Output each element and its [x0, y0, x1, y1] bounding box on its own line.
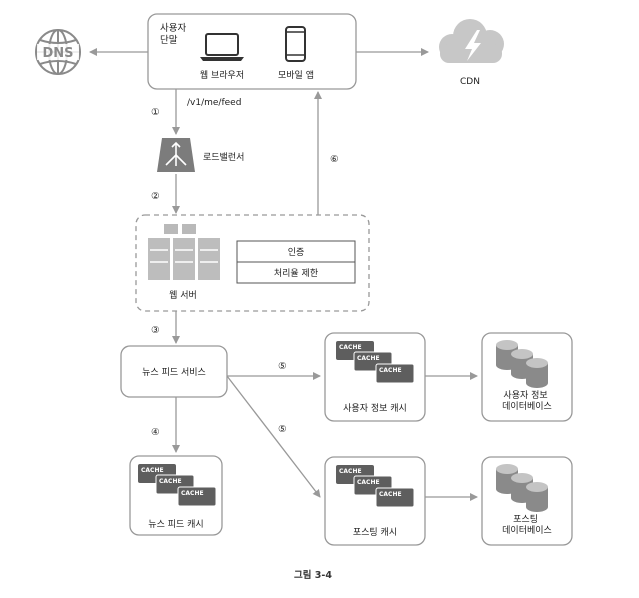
svg-text:CACHE: CACHE — [357, 479, 380, 486]
auth-label: 인증 — [288, 247, 305, 258]
client-box: 사용자 단말 웹 브라우저 모바일 앱 — [147, 13, 357, 90]
user-db-node: 사용자 정보 데이터베이스 — [481, 332, 573, 422]
web-server-components: 인증 처리율 제한 — [236, 240, 356, 284]
user-db-label: 사용자 정보 데이터베이스 — [502, 390, 552, 412]
web-server-group: 인증 처리율 제한 웹 서버 — [135, 214, 370, 312]
post-cache-label: 포스팅 캐시 — [353, 527, 397, 538]
post-db-label: 포스팅 데이터베이스 — [502, 514, 552, 536]
post-cache-node: CACHE CACHE CACHE 포스팅 캐시 — [324, 456, 426, 546]
browser-label: 웹 브라우저 — [200, 70, 244, 81]
cdn-label: CDN — [460, 77, 480, 87]
cache-stack-icon: CACHE CACHE CACHE — [137, 463, 217, 507]
connectors — [89, 48, 478, 501]
svg-text:CACHE: CACHE — [339, 344, 362, 351]
step-2-label: ② — [151, 191, 160, 202]
svg-text:CACHE: CACHE — [357, 355, 380, 362]
svg-text:CACHE: CACHE — [181, 490, 204, 497]
client-title: 사용자 단말 — [160, 23, 189, 46]
request-path-label: /v1/me/feed — [187, 98, 241, 108]
mobile-phone-icon — [285, 26, 306, 62]
user-cache-label: 사용자 정보 캐시 — [343, 403, 407, 414]
mobile-label: 모바일 앱 — [278, 69, 314, 81]
svg-text:CACHE: CACHE — [339, 468, 362, 475]
step-3-label: ③ — [151, 325, 160, 336]
lightning-icon — [465, 30, 481, 61]
step-5b-label: ⑤ — [278, 424, 287, 435]
load-balancer-icon — [157, 138, 195, 172]
cdn-node: CDN — [439, 19, 504, 87]
step-6-label: ⑥ — [330, 154, 339, 165]
svg-text:CACHE: CACHE — [159, 478, 182, 485]
step-4-label: ④ — [151, 427, 160, 438]
news-feed-cache-node: CACHE CACHE CACHE 뉴스 피드 캐시 — [129, 455, 223, 536]
load-balancer-label: 로드밸런서 — [203, 152, 244, 163]
news-feed-service-node: 뉴스 피드 서비스 — [120, 345, 228, 398]
cache-stack-icon: CACHE CACHE CACHE — [335, 340, 415, 384]
dns-label: DNS — [42, 46, 73, 61]
svg-text:CACHE: CACHE — [141, 467, 164, 474]
dns-node: DNS — [35, 29, 81, 75]
load-balancer-node: 로드밸런서 — [157, 138, 244, 172]
rate-limit-label: 처리율 제한 — [274, 267, 318, 279]
cache-stack-icon: CACHE CACHE CACHE — [335, 464, 415, 508]
user-cache-node: CACHE CACHE CACHE 사용자 정보 캐시 — [324, 332, 426, 422]
arrow-feed-service-to-post-cache — [226, 375, 321, 498]
svg-text:CACHE: CACHE — [379, 491, 402, 498]
svg-text:CACHE: CACHE — [379, 367, 402, 374]
step-1-label: ① — [151, 107, 160, 118]
server-rack-icon — [148, 224, 220, 280]
figure-caption: 그림 3-4 — [294, 569, 332, 581]
news-feed-cache-label: 뉴스 피드 캐시 — [148, 519, 203, 530]
laptop-icon — [200, 33, 244, 61]
post-db-node: 포스팅 데이터베이스 — [481, 456, 573, 546]
web-server-label: 웹 서버 — [169, 290, 197, 301]
news-feed-service-label: 뉴스 피드 서비스 — [142, 367, 206, 378]
step-5a-label: ⑤ — [278, 361, 287, 372]
